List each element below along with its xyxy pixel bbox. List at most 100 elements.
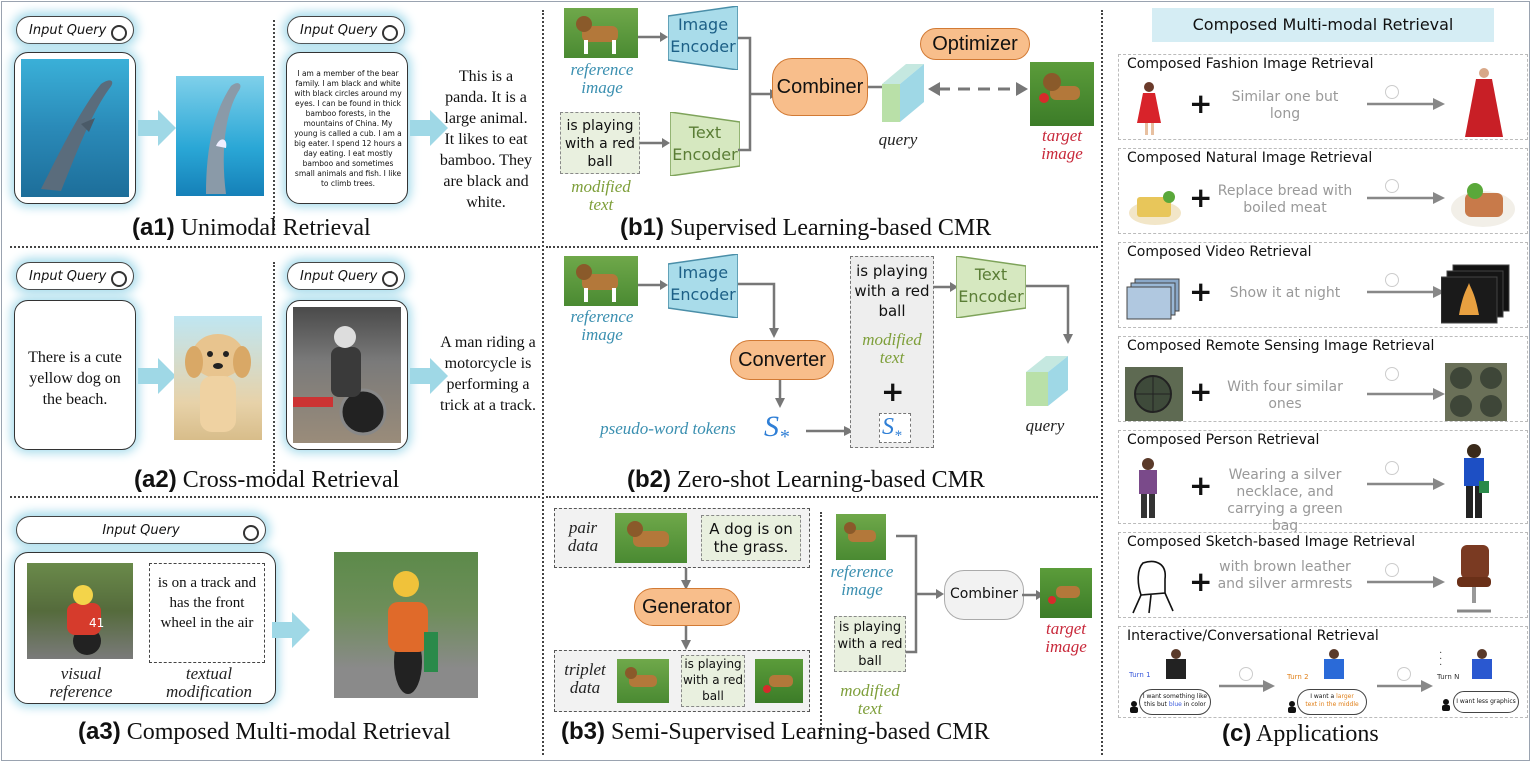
b1-query-label: query: [878, 130, 918, 149]
turn-1-label: Turn 1: [1129, 671, 1151, 679]
magnifier-icon: [1385, 367, 1399, 381]
b2-query-vector: [1026, 356, 1068, 406]
chair-sketch: [1132, 560, 1174, 614]
b3-pair-text: A dog is on the grass.: [701, 515, 801, 561]
b2-modified-text-label: modified text: [862, 330, 922, 367]
plus-icon: +: [1189, 565, 1213, 598]
divider-b3-mid: [820, 512, 822, 737]
turn-1-text-d: in color: [1183, 701, 1206, 708]
b2-image-encoder-label: Image Encoder: [670, 263, 736, 304]
app-person: Composed Person Retrieval + Wearing a si…: [1118, 430, 1528, 534]
cyan-arrow-icon: [138, 358, 176, 394]
turn-1-text-b: this but: [1144, 701, 1167, 708]
magnifier-icon: [1385, 563, 1399, 577]
puppy-photo: [174, 316, 262, 440]
b2-caption-text: Zero-shot Learning-based CMR: [677, 467, 985, 493]
app-title: Composed Natural Image Retrieval: [1127, 150, 1373, 166]
app-title: Interactive/Conversational Retrieval: [1127, 628, 1379, 644]
b2-caption: (b2) Zero-shot Learning-based CMR: [627, 466, 985, 494]
b1-query-vector: [882, 64, 924, 122]
app-title: Composed Remote Sensing Image Retrieval: [1127, 338, 1435, 354]
b2-beagle-reference-photo: [564, 256, 638, 306]
person-result-photo: [1464, 444, 1489, 518]
app-remote-sensing: Composed Remote Sensing Image Retrieval …: [1118, 336, 1528, 422]
magnifier-icon: [111, 271, 127, 287]
b1-reference-image-label: reference image: [570, 60, 634, 97]
b1-modified-text-label: modified text: [571, 177, 631, 214]
app-fashion: Composed Fashion Image Retrieval + Simil…: [1118, 54, 1528, 140]
turn-n-bubble: I want less graphics: [1453, 691, 1519, 713]
visual-reference-label: visual reference: [49, 664, 113, 701]
turn-2-text-b: larger: [1336, 693, 1354, 700]
divider-a2-mid: [273, 262, 275, 474]
user-icon: [1130, 701, 1138, 713]
user-icon: [1288, 701, 1296, 713]
a3-caption: (a3) Composed Multi-modal Retrieval: [78, 718, 451, 746]
b3-combiner: Combiner: [944, 570, 1024, 620]
input-query-label: Input Query: [102, 522, 180, 538]
a2-text-result: A man riding a motorcycle is performing …: [440, 334, 536, 414]
b1-text-encoder-label: Text Encoder: [672, 123, 738, 164]
b1-image-encoder-label: Image Encoder: [670, 15, 736, 56]
svg-text:41: 41: [89, 616, 104, 630]
triplet-data-label: triplet data: [564, 660, 606, 697]
user-icon: [1442, 699, 1450, 711]
a1-image-query-box: [14, 52, 136, 204]
s-star-sub: *: [894, 427, 902, 444]
s-star-token-2: S*: [879, 413, 911, 444]
a1-text-query-box: I am a member of the bear family. I am b…: [286, 52, 408, 204]
a1-text-result: This is a panda. It is a large animal. I…: [439, 68, 533, 211]
s-star-letter: S: [882, 414, 894, 440]
magnifier-icon: [1385, 85, 1399, 99]
app-interactive: Interactive/Conversational Retrieval Tur…: [1118, 626, 1528, 718]
motorcycle-photo: [293, 307, 401, 443]
magnifier-icon: [1397, 667, 1411, 681]
app-title: Composed Video Retrieval: [1127, 244, 1312, 260]
cyan-arrow-icon: [272, 612, 310, 648]
ellipsis-dots: ···: [1439, 648, 1443, 671]
a3-result-photo: [334, 552, 478, 698]
arrow-icon: [640, 138, 670, 148]
arrow-icon: [1367, 478, 1445, 490]
b3-caption-tag: (b3): [561, 718, 605, 745]
black-tshirt-photo: [1166, 649, 1186, 679]
b3-triplet-ref-photo: [617, 659, 669, 703]
b1-modified-text-box: is playing with a red ball: [560, 112, 640, 174]
bread-photo: [1129, 191, 1181, 225]
arrow-icon: [1377, 680, 1433, 692]
input-query-label: Input Query: [300, 22, 378, 38]
b2-plus: +: [881, 375, 905, 408]
a2-caption-tag: (a2): [134, 466, 177, 493]
s-star-letter: S: [764, 410, 779, 443]
b3-caption: (b3) Semi-Supervised Learning-based CMR: [561, 718, 990, 746]
leather-chair-photo: [1457, 545, 1491, 613]
turn-2-text-c: text in the middle: [1305, 701, 1359, 708]
long-red-dress-photo: [1465, 68, 1503, 137]
b2-query-label: query: [1025, 416, 1065, 435]
b3-target-image-label: target image: [1045, 619, 1087, 656]
c-caption-text: Applications: [1256, 721, 1379, 747]
turn-1-text-c: blue: [1168, 701, 1182, 708]
b3-pair-photo: [615, 513, 687, 563]
a3-query-box: 41 is on a track and has the front wheel…: [14, 552, 276, 704]
b2-reference-image-label: reference image: [570, 307, 634, 344]
divider-a1-mid: [273, 20, 275, 230]
b3-triplet-data-box: triplet data is playing with a red ball: [554, 650, 810, 712]
final-tshirt-photo: [1472, 649, 1492, 679]
b3-generator: Generator: [634, 588, 740, 626]
satellite-single-photo: [1125, 367, 1183, 421]
a2-image-query-box: [286, 300, 408, 450]
divider-a2-a3: [10, 496, 540, 498]
arrow-icon: [1219, 680, 1275, 692]
a3-caption-text: Composed Multi-modal Retrieval: [126, 719, 451, 745]
b2-modified-text: is playing with a red ball: [854, 262, 930, 320]
beagle-reference-photo: [564, 8, 638, 58]
plus-icon: +: [1189, 469, 1213, 502]
b2-modified-text-group: is playing with a red ball modified text…: [850, 256, 934, 448]
magnifier-icon: [243, 525, 259, 541]
app-modification: Replace bread with boiled meat: [1217, 183, 1353, 216]
divider-b2-b3: [546, 496, 1098, 498]
magnifier-icon: [1385, 273, 1399, 287]
